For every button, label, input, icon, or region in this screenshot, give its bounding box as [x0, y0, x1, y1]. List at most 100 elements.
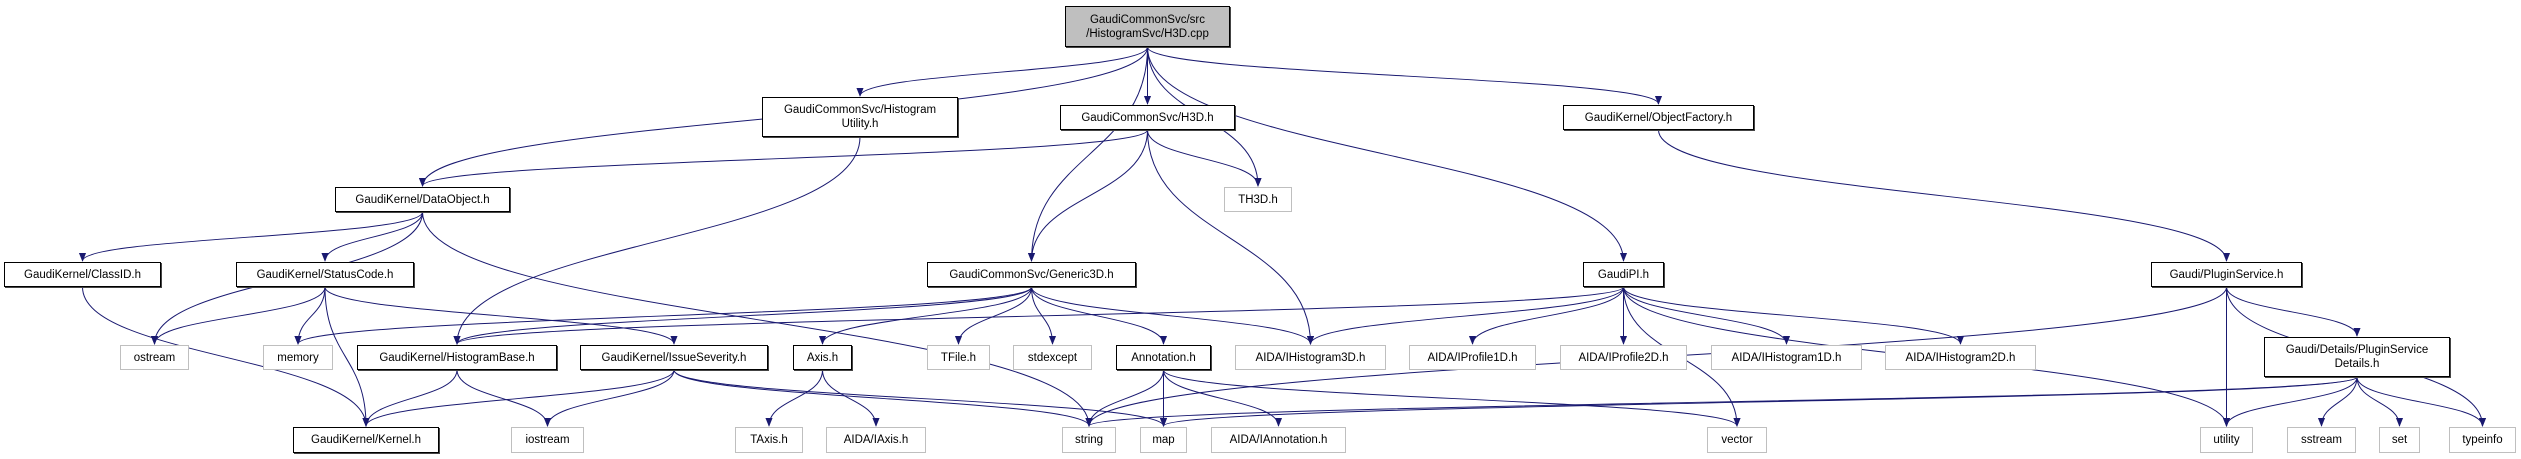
- edge-axis-to-taxis: [765, 369, 823, 427]
- node-ihist3d: AIDA/IHistogram3D.h: [1235, 345, 1386, 370]
- edge-gaudipi-to-ihist3d: [1306, 286, 1624, 345]
- edge-root-to-objfactory: [1147, 46, 1662, 105]
- node-gaudipi[interactable]: GaudiPI.h: [1583, 262, 1664, 287]
- edge-generic3d-to-ihist3d: [1031, 286, 1315, 345]
- node-label: sstream: [2301, 434, 2342, 446]
- node-label: GaudiKernel/ObjectFactory.h: [1584, 111, 1733, 124]
- edge-histbase-to-kernel: [362, 369, 458, 427]
- node-taxis: TAxis.h: [735, 427, 803, 453]
- edge-generic3d-to-annotation: [1031, 286, 1168, 345]
- node-generic3d[interactable]: GaudiCommonSvc/Generic3D.h: [927, 262, 1136, 287]
- edge-histbase-to-iostream: [456, 369, 552, 427]
- node-memory: memory: [263, 345, 333, 370]
- edge-h3dh-to-generic3d: [1027, 129, 1148, 262]
- edge-annotation-to-vector: [1163, 369, 1741, 427]
- node-label: TFile.h: [940, 351, 977, 364]
- node-dataobject[interactable]: GaudiKernel/DataObject.h: [335, 187, 510, 212]
- edge-issueseverity-to-string: [673, 369, 1093, 427]
- node-plugindetails[interactable]: Gaudi/Details/PluginService Details.h: [2264, 337, 2450, 377]
- node-iprof1d: AIDA/IProfile1D.h: [1409, 345, 1536, 370]
- edge-statuscode-to-ostream: [150, 286, 326, 345]
- node-label: set: [2391, 434, 2408, 446]
- node-stdexcept: stdexcept: [1013, 345, 1092, 370]
- node-label: Gaudi/PluginService.h: [2169, 268, 2284, 281]
- node-ihist1d: AIDA/IHistogram1D.h: [1711, 345, 1862, 370]
- node-set: set: [2379, 427, 2420, 453]
- node-label: GaudiKernel/Kernel.h: [311, 434, 421, 446]
- node-label: typeinfo: [2462, 434, 2503, 446]
- node-pluginservice[interactable]: Gaudi/PluginService.h: [2151, 262, 2302, 287]
- node-annotation[interactable]: Annotation.h: [1116, 345, 1211, 370]
- edge-statuscode-to-kernel: [324, 286, 370, 427]
- node-label: GaudiCommonSvc/src /HistogramSvc/H3D.cpp: [1086, 13, 1209, 40]
- node-sstream: sstream: [2287, 427, 2356, 453]
- node-label: GaudiPI.h: [1597, 268, 1650, 281]
- node-label: utility: [2213, 434, 2240, 446]
- edge-gaudipi-to-ihist1d: [1623, 286, 1791, 345]
- node-iprof2d: AIDA/IProfile2D.h: [1560, 345, 1687, 370]
- node-root[interactable]: GaudiCommonSvc/src /HistogramSvc/H3D.cpp: [1065, 6, 1230, 47]
- node-label: GaudiKernel/HistogramBase.h: [379, 351, 535, 364]
- edge-h3dh-to-th3d: [1147, 129, 1262, 187]
- node-utility: utility: [2200, 427, 2253, 453]
- node-label: iostream: [525, 434, 570, 446]
- node-iannotation: AIDA/IAnnotation.h: [1211, 427, 1346, 453]
- node-statuscode[interactable]: GaudiKernel/StatusCode.h: [236, 262, 414, 287]
- edge-plugindetails-to-utility: [2222, 376, 2358, 427]
- edge-plugindetails-to-map: [1160, 376, 2358, 427]
- node-label: AIDA/IHistogram1D.h: [1731, 351, 1842, 364]
- node-label: TH3D.h: [1238, 193, 1278, 206]
- edge-generic3d-to-axis: [818, 286, 1032, 345]
- edge-dataobject-to-classid: [79, 211, 423, 262]
- node-iostream: iostream: [511, 427, 584, 453]
- node-typeinfo: typeinfo: [2449, 427, 2516, 453]
- node-label: GaudiCommonSvc/Histogram Utility.h: [783, 104, 937, 130]
- edge-generic3d-to-tfile: [954, 286, 1032, 345]
- edge-plugindetails-to-sstream: [2317, 376, 2358, 427]
- edge-gaudipi-to-histbase: [453, 286, 1624, 345]
- node-objfactory[interactable]: GaudiKernel/ObjectFactory.h: [1563, 105, 1754, 130]
- node-label: Annotation.h: [1131, 351, 1196, 364]
- node-string: string: [1062, 427, 1116, 453]
- node-label: vector: [1721, 434, 1753, 446]
- edge-annotation-to-iannotation: [1163, 369, 1283, 427]
- node-label: memory: [277, 351, 319, 364]
- node-h3dh[interactable]: GaudiCommonSvc/H3D.h: [1060, 105, 1235, 130]
- node-label: AIDA/IHistogram2D.h: [1905, 351, 2016, 364]
- edge-pluginservice-to-plugindetails: [2226, 286, 2361, 337]
- node-label: string: [1074, 434, 1104, 446]
- edge-histutil-to-histbase: [453, 136, 861, 345]
- node-label: ostream: [133, 351, 176, 364]
- edge-plugindetails-to-typeinfo: [2356, 376, 2487, 427]
- node-histutil[interactable]: GaudiCommonSvc/Histogram Utility.h: [762, 97, 958, 137]
- edge-statuscode-to-memory: [294, 286, 326, 345]
- edge-generic3d-to-histbase: [453, 286, 1032, 345]
- node-vector: vector: [1707, 427, 1767, 453]
- node-label: AIDA/IAnnotation.h: [1229, 434, 1328, 446]
- node-label: Axis.h: [806, 351, 839, 364]
- node-axis[interactable]: Axis.h: [793, 345, 852, 370]
- node-issueseverity[interactable]: GaudiKernel/IssueSeverity.h: [580, 345, 768, 370]
- node-ostream: ostream: [120, 345, 189, 370]
- node-classid[interactable]: GaudiKernel/ClassID.h: [4, 262, 161, 287]
- node-label: map: [1152, 434, 1175, 446]
- edge-issueseverity-to-iostream: [543, 369, 675, 427]
- edge-issueseverity-to-kernel: [362, 369, 675, 427]
- node-label: AIDA/IAxis.h: [843, 434, 909, 446]
- node-ihist2d: AIDA/IHistogram2D.h: [1885, 345, 2036, 370]
- node-label: GaudiKernel/ClassID.h: [24, 268, 141, 281]
- edge-plugindetails-to-set: [2356, 376, 2404, 427]
- node-iaxis: AIDA/IAxis.h: [826, 427, 926, 453]
- edge-issueseverity-to-map: [673, 369, 1167, 427]
- node-histbase[interactable]: GaudiKernel/HistogramBase.h: [357, 345, 557, 370]
- node-label: GaudiCommonSvc/H3D.h: [1081, 111, 1214, 124]
- edge-plugindetails-to-string: [1085, 376, 2358, 427]
- node-label: GaudiCommonSvc/Generic3D.h: [949, 268, 1114, 281]
- node-label: GaudiKernel/StatusCode.h: [256, 268, 394, 281]
- node-label: GaudiKernel/IssueSeverity.h: [601, 351, 747, 364]
- edge-classid-to-kernel: [82, 286, 370, 427]
- node-map: map: [1140, 427, 1187, 453]
- node-kernel[interactable]: GaudiKernel/Kernel.h: [293, 427, 439, 453]
- edge-dataobject-to-statuscode: [321, 211, 423, 262]
